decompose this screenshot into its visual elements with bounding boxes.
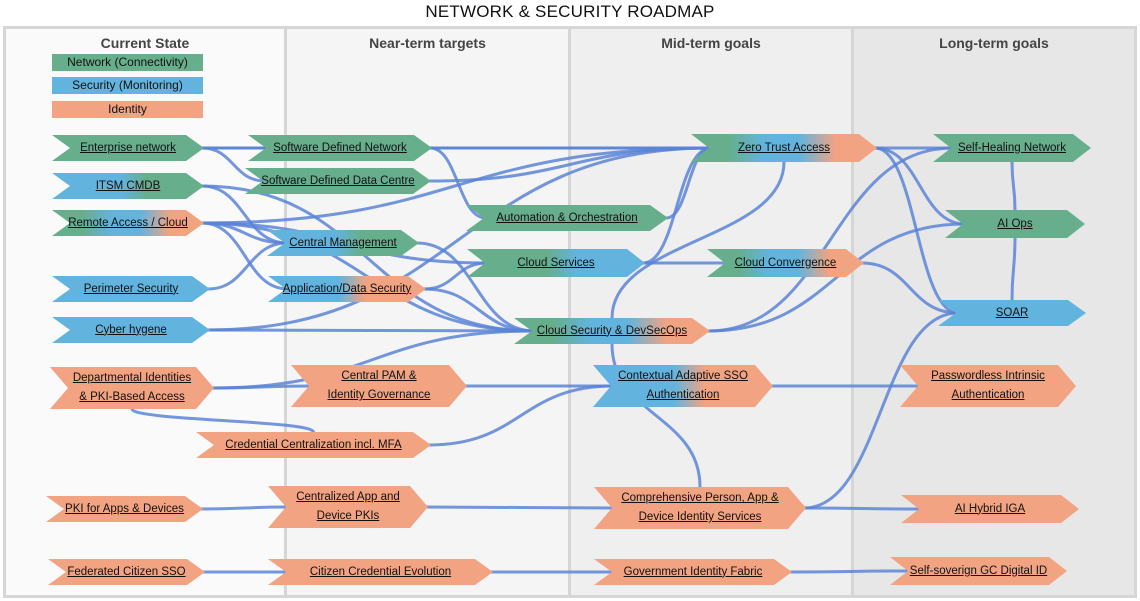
chevron-shape bbox=[945, 210, 1085, 238]
node-departmental-identities[interactable]: Departmental Identities & PKI-Based Acce… bbox=[50, 367, 214, 409]
node-label: Central PAM & Identity Governance bbox=[327, 370, 431, 401]
node-ai-ops[interactable]: AI Ops bbox=[945, 210, 1085, 238]
node-central-pam[interactable]: Central PAM & Identity Governance bbox=[291, 365, 467, 407]
node-self-healing[interactable]: Self-Healing Network bbox=[933, 134, 1091, 162]
node-label: Automation & Orchestration bbox=[496, 211, 638, 224]
node-automation[interactable]: Automation & Orchestration bbox=[466, 205, 668, 231]
node-label: Citizen Credential Evolution bbox=[309, 565, 452, 578]
column-header: Mid-term goals bbox=[661, 35, 761, 51]
node-perimeter-security[interactable]: Perimeter Security bbox=[52, 276, 210, 302]
legend-network: Network (Connectivity) bbox=[52, 54, 203, 71]
node-label: Comprehensive Person, App & Device Ident… bbox=[621, 492, 779, 523]
chevron-shape bbox=[50, 367, 214, 409]
node-cloud-convergence[interactable]: Cloud Convergence bbox=[707, 249, 864, 277]
node-label: Zero Trust Access bbox=[737, 141, 831, 154]
column-header: Near-term targets bbox=[369, 35, 486, 51]
chevron-shape bbox=[268, 486, 428, 528]
node-passwordless[interactable]: Passwordless Intrinsic Authentication bbox=[900, 365, 1076, 407]
node-centralized-pkis[interactable]: Centralized App and Device PKIs bbox=[268, 486, 428, 528]
node-label: Cloud Services bbox=[517, 256, 595, 269]
page-title: NETWORK & SECURITY ROADMAP bbox=[425, 2, 715, 21]
node-gov-identity-fabric[interactable]: Government Identity Fabric bbox=[594, 559, 792, 585]
legend-security: Security (Monitoring) bbox=[52, 77, 203, 94]
node-itsm-cmdb[interactable]: ITSM CMDB bbox=[52, 173, 204, 199]
chevron-shape bbox=[890, 557, 1067, 585]
node-soar[interactable]: SOAR bbox=[938, 300, 1086, 326]
legend-identity: Identity bbox=[52, 101, 203, 118]
chevron-shape bbox=[48, 559, 205, 585]
node-label: SOAR bbox=[995, 306, 1029, 319]
node-cyber-hygene[interactable]: Cyber hygene bbox=[52, 317, 210, 343]
node-sdn[interactable]: Software Defined Network bbox=[248, 135, 432, 161]
node-label: Enterprise network bbox=[80, 141, 176, 154]
node-contextual-sso[interactable]: Contextual Adaptive SSO Authentication bbox=[593, 365, 773, 407]
node-label: Departmental Identities & PKI-Based Acce… bbox=[72, 372, 192, 403]
node-comprehensive-identity[interactable]: Comprehensive Person, App & Device Ident… bbox=[594, 487, 806, 529]
node-label: AI Hybrid IGA bbox=[954, 502, 1026, 515]
node-cloud-security-devsecops[interactable]: Cloud Security & DevSecOps bbox=[514, 318, 710, 344]
chevron-shape bbox=[46, 496, 203, 522]
node-citizen-credential[interactable]: Citizen Credential Evolution bbox=[268, 559, 493, 585]
column-header: Current State bbox=[100, 35, 190, 51]
node-remote-access-cloud[interactable]: Remote Access / Cloud bbox=[52, 210, 204, 236]
node-label: Contextual Adaptive SSO Authentication bbox=[618, 370, 748, 401]
chevron-shape bbox=[52, 173, 204, 199]
node-label: Centralized App and Device PKIs bbox=[296, 491, 400, 522]
chevron-shape bbox=[196, 432, 431, 458]
node-label: PKI for Apps & Devices bbox=[65, 502, 184, 515]
chevron-shape bbox=[52, 317, 210, 343]
node-ai-hybrid-iga[interactable]: AI Hybrid IGA bbox=[901, 495, 1079, 523]
node-label: Self-soverign GC Digital ID bbox=[909, 564, 1048, 577]
chevron-shape bbox=[52, 210, 204, 236]
node-zero-trust[interactable]: Zero Trust Access bbox=[691, 134, 877, 162]
node-label: Cyber hygene bbox=[95, 323, 167, 336]
node-label: Central Management bbox=[289, 236, 397, 249]
node-credential-centralization[interactable]: Credential Centralization incl. MFA bbox=[196, 432, 431, 458]
chevron-shape bbox=[52, 135, 204, 161]
node-pki-apps-devices[interactable]: PKI for Apps & Devices bbox=[46, 496, 203, 522]
node-label: Cloud Security & DevSecOps bbox=[536, 324, 688, 337]
node-sddc[interactable]: Software Defined Data Centre bbox=[245, 168, 431, 194]
node-label: Software Defined Network bbox=[273, 141, 407, 154]
node-app-data-security[interactable]: Application/Data Security bbox=[268, 276, 426, 302]
node-enterprise-network[interactable]: Enterprise network bbox=[52, 135, 204, 161]
node-label: Passwordless Intrinsic Authentication bbox=[931, 370, 1045, 401]
node-label: Software Defined Data Centre bbox=[261, 174, 415, 187]
node-cloud-services[interactable]: Cloud Services bbox=[467, 249, 645, 277]
column-header: Long-term goals bbox=[939, 35, 1049, 51]
node-label: Credential Centralization incl. MFA bbox=[225, 438, 402, 451]
node-label: Application/Data Security bbox=[282, 282, 412, 295]
node-label: Perimeter Security bbox=[83, 282, 179, 295]
chevron-shape bbox=[594, 487, 806, 529]
node-label: Government Identity Fabric bbox=[623, 565, 763, 578]
node-label: Cloud Convergence bbox=[734, 256, 837, 269]
node-label: Federated Citizen SSO bbox=[67, 565, 186, 578]
chevron-shape bbox=[594, 559, 792, 585]
node-self-sovereign-id[interactable]: Self-soverign GC Digital ID bbox=[890, 557, 1067, 585]
node-label: Self-Healing Network bbox=[957, 141, 1066, 154]
node-central-management[interactable]: Central Management bbox=[267, 230, 419, 256]
chevron-shape bbox=[52, 276, 210, 302]
chevron-shape bbox=[268, 559, 493, 585]
node-label: ITSM CMDB bbox=[95, 179, 161, 192]
node-label: Remote Access / Cloud bbox=[68, 216, 188, 229]
node-federated-citizen-sso[interactable]: Federated Citizen SSO bbox=[48, 559, 205, 585]
node-label: AI Ops bbox=[997, 217, 1033, 230]
